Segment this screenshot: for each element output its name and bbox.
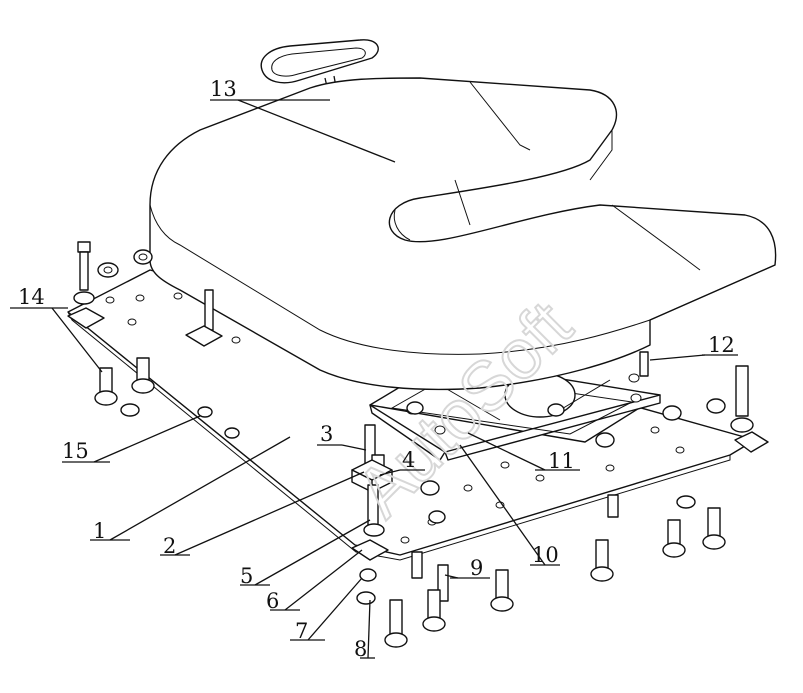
washer-8: [356, 591, 376, 605]
callout-5: 5: [240, 564, 253, 588]
leader-lines: [10, 99, 738, 659]
callout-13: 13: [210, 77, 237, 101]
callout-2: 2: [163, 534, 176, 558]
callout-15: 15: [62, 439, 89, 463]
bolt-9: [437, 564, 449, 602]
callout-14: 14: [18, 285, 45, 309]
square-washer-left: [67, 307, 105, 329]
callout-10: 10: [532, 543, 559, 567]
callout-9: 9: [470, 556, 483, 580]
callout-3: 3: [320, 422, 333, 446]
bottom-bolts: [384, 494, 726, 648]
bolt-12: [639, 351, 649, 377]
seat-cushion: [149, 77, 777, 391]
callout-11: 11: [548, 449, 575, 473]
right-bolt: [730, 365, 769, 453]
callout-7: 7: [295, 619, 308, 643]
bolt-5: [363, 484, 385, 537]
washer-15: [120, 403, 140, 417]
bolt-left-top: [73, 241, 95, 305]
nut-left-b: [133, 249, 153, 265]
fasteners: [67, 241, 769, 648]
callout-6: 6: [266, 589, 279, 613]
bolt-14: [94, 367, 118, 406]
center-bolt: [185, 289, 223, 347]
callout-12: 12: [708, 333, 735, 357]
nut-15: [197, 406, 213, 418]
nut-left-a: [97, 262, 119, 278]
callout-8: 8: [354, 637, 367, 661]
nut-7: [359, 568, 377, 582]
callout-1: 1: [93, 519, 106, 543]
bolt-14b: [131, 357, 155, 394]
callout-labels: 1 2 3 4 5 6 7 8 9 10 11 12 13 14 15: [18, 77, 735, 661]
nut-15b: [224, 427, 240, 439]
plate-nuts: [406, 398, 726, 524]
square-washer-6: [351, 539, 389, 561]
callout-4: 4: [402, 448, 415, 472]
